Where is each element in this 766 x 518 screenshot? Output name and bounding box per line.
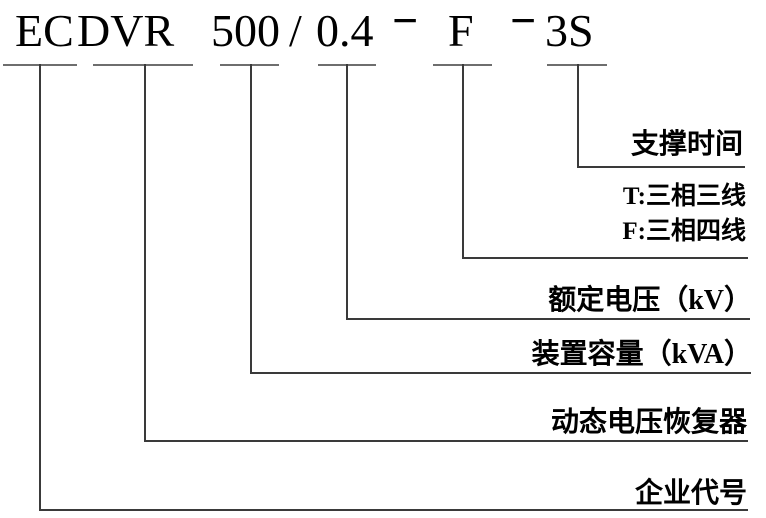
connector-vertical-voltage — [346, 64, 348, 320]
model-segment-product: DVR — [77, 5, 175, 56]
connector-horizontal-wiring — [462, 257, 748, 259]
label-company-code: 企业代号 — [634, 478, 747, 509]
connector-horizontal-voltage — [346, 318, 750, 320]
model-segment-capacity: 500 — [211, 5, 280, 56]
connector-horizontal-company — [39, 509, 748, 511]
model-segment-time: 3S — [545, 5, 594, 56]
label-wiring-f: F:三相四线 — [622, 218, 746, 245]
tick-capacity — [220, 64, 279, 66]
connector-horizontal-time — [577, 166, 745, 168]
model-segment-slash: / — [289, 5, 302, 56]
model-segment-dash2: − — [510, 0, 537, 46]
connector-vertical-capacity — [250, 64, 252, 374]
label-rated-voltage: 额定电压（kV） — [548, 285, 752, 316]
connector-vertical-company — [39, 64, 41, 511]
model-segment-dash1: − — [392, 0, 419, 46]
connector-vertical-product — [144, 64, 146, 442]
model-segment-wiring: F — [448, 5, 474, 56]
model-segment-company: EC — [15, 5, 74, 56]
connector-horizontal-capacity — [250, 372, 751, 374]
label-support-time: 支撑时间 — [630, 129, 743, 160]
connector-horizontal-product — [144, 440, 748, 442]
model-segment-voltage: 0.4 — [316, 5, 374, 56]
connector-vertical-wiring — [462, 64, 464, 259]
label-wiring-t: T:三相三线 — [622, 183, 746, 210]
connector-vertical-time — [577, 64, 579, 168]
tick-product — [93, 64, 193, 66]
label-product-name: 动态电压恢复器 — [550, 407, 747, 438]
label-device-capacity: 装置容量（kVA） — [531, 339, 752, 370]
